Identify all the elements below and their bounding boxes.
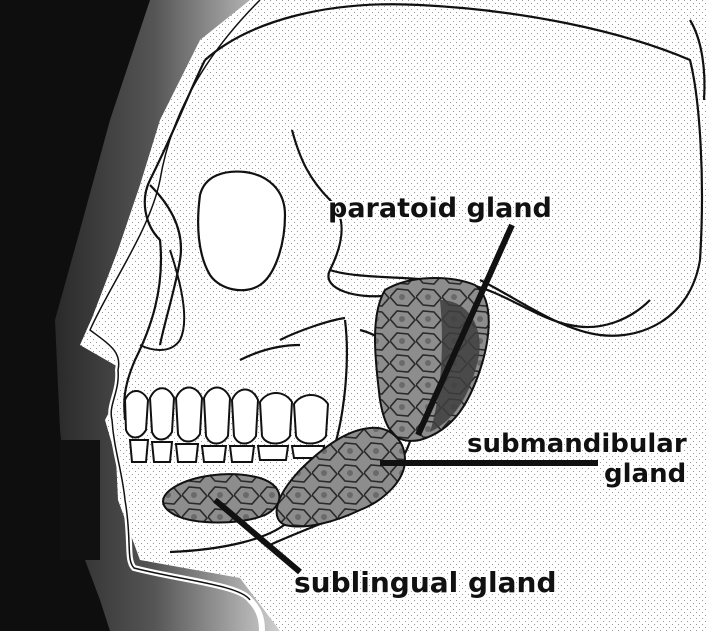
parotid-gland-label: paratoid gland [328, 193, 552, 224]
sublingual-gland-label: sublingual gland [294, 566, 557, 599]
submandibular-gland-label-line2: gland [604, 459, 686, 489]
submandibular-gland-label-line1: submandibular [467, 429, 687, 459]
eye-socket [198, 172, 285, 291]
